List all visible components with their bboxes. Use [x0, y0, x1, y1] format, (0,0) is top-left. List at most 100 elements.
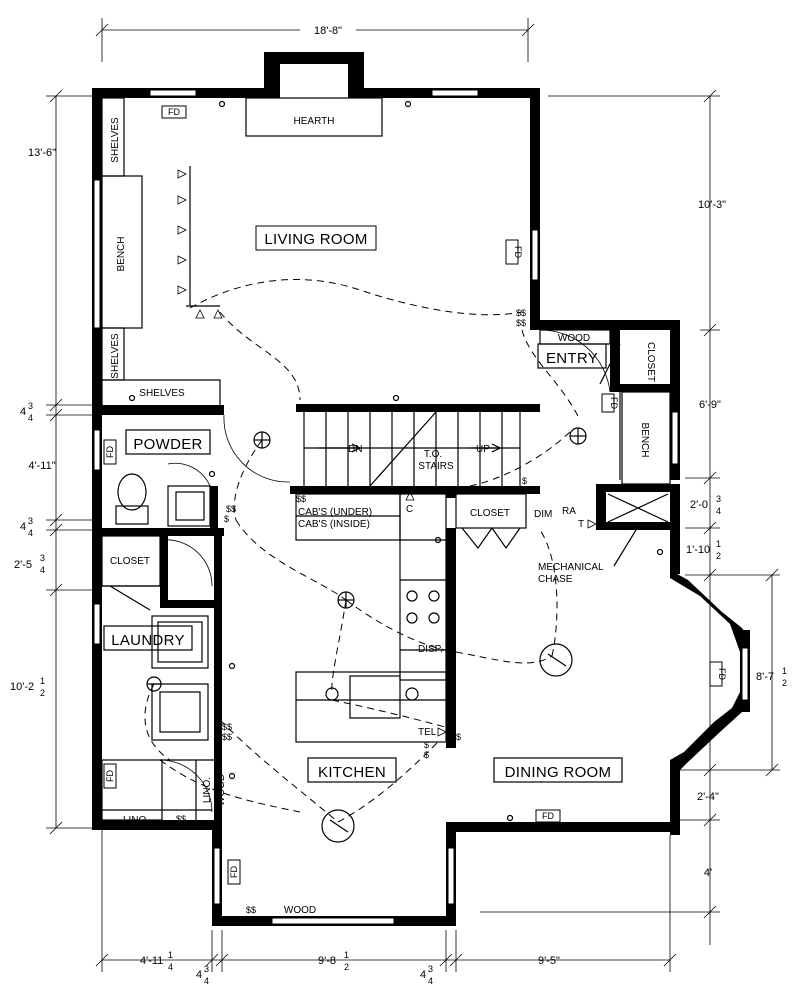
- entry-label-frame: [537, 343, 607, 369]
- tel-label: TEL: [418, 727, 437, 738]
- shelves-bottom-label: SHELVES: [139, 388, 185, 399]
- wood-entry-label: WOOD: [558, 333, 590, 344]
- fd-dining-bottom-label: FD: [542, 811, 554, 821]
- walls: [92, 52, 750, 926]
- room-label-kitchen: KITCHEN: [318, 764, 386, 781]
- dim-bottom-4: 4: [420, 969, 426, 981]
- svg-text:$: $: [424, 750, 429, 760]
- dim-left-4-num: 3: [28, 516, 33, 526]
- closet-entry-label: CLOSET: [645, 342, 656, 382]
- svg-text:$: $: [522, 476, 527, 486]
- dim-bottom-1-den: 4: [168, 962, 173, 972]
- dim-right-4: 1'-10: [686, 544, 710, 556]
- fixtures: [101, 97, 671, 821]
- powder-label-frame: [125, 429, 211, 455]
- cabs-under-label: CAB'S (UNDER): [298, 507, 372, 518]
- outlets: [128, 100, 664, 822]
- laundry-label-frame: [103, 625, 193, 651]
- shelves-mid-label: SHELVES: [110, 333, 121, 379]
- dim-right-5-num: 1: [782, 666, 787, 676]
- hearth-box: [245, 97, 383, 137]
- dim-right-2: 6'-9": [699, 399, 721, 411]
- light-fixtures: [146, 427, 587, 843]
- room-label-living: LIVING ROOM: [264, 231, 367, 248]
- room-label-powder: POWDER: [133, 436, 202, 453]
- hearth-label: HEARTH: [294, 116, 335, 127]
- dim-bottom-3-den: 2: [344, 962, 349, 972]
- dim-right-4-num: 1: [716, 539, 721, 549]
- dim-right-1: 10'-3": [698, 199, 726, 211]
- svg-text:$$: $$: [222, 722, 232, 732]
- svg-text:$: $: [456, 732, 461, 742]
- dim-bottom-4-den: 4: [428, 976, 433, 986]
- room-label-dining: DINING ROOM: [505, 764, 612, 781]
- svg-text:$$: $$: [296, 494, 306, 504]
- dim-right-3: 2'-0: [690, 499, 708, 511]
- t-label: T: [578, 519, 584, 530]
- svg-text:$$: $$: [226, 504, 236, 514]
- living-label-frame: [255, 225, 377, 251]
- closet-kitchen-label: CLOSET: [470, 508, 510, 519]
- windows: [93, 89, 749, 925]
- display-arrows: [177, 169, 597, 737]
- dim-bottom-4-num: 3: [428, 964, 433, 974]
- dim-bottom-5: 9'-5": [538, 955, 560, 967]
- stairs-label-line-1: T.O.: [424, 449, 442, 460]
- dim-left-2: 4: [20, 406, 26, 418]
- stairs-up-label: UP: [476, 444, 490, 455]
- dim-right-3-num: 3: [716, 494, 721, 504]
- svg-text:$$: $$: [516, 318, 526, 328]
- dim-bottom-1: 4'-11: [140, 955, 163, 967]
- fd-laundry-label: FD: [105, 770, 115, 782]
- bench-entry-label: BENCH: [639, 422, 650, 457]
- dim-bottom-3: 9'-8: [318, 955, 336, 967]
- dim-bottom-2: 4: [196, 969, 202, 981]
- room-label-entry: ENTRY: [546, 350, 598, 367]
- dim-right-4-den: 2: [716, 551, 721, 561]
- svg-text:$: $: [424, 740, 429, 750]
- fd-living-label: FD: [513, 246, 523, 258]
- dining-label-frame: [493, 757, 623, 783]
- dim-bottom-2-den: 4: [204, 976, 209, 986]
- dim-right-5-den: 2: [782, 678, 787, 688]
- fd-boxes: [103, 105, 723, 885]
- ra-label: RA: [562, 506, 576, 517]
- shelves-bottom-box: [101, 379, 221, 407]
- dim-left-6-num: 1: [40, 676, 45, 686]
- dim-left-6-den: 2: [40, 688, 45, 698]
- cabs-inside-label: CAB'S (INSIDE): [298, 519, 370, 530]
- dim-left-1: 13'-6": [28, 147, 56, 159]
- stairs-dn-label: DN: [348, 444, 362, 455]
- dim-bottom-3-num: 1: [344, 950, 349, 960]
- svg-text:$$: $$: [516, 308, 526, 318]
- dim-left-5-num: 3: [40, 553, 45, 563]
- fd-entry-label: FD: [609, 397, 619, 409]
- bench-left-label: BENCH: [116, 236, 127, 271]
- svg-text:$$: $$: [222, 732, 232, 742]
- dim-right-3-den: 4: [716, 506, 721, 516]
- lino-horizontal-label: LINO.: [123, 815, 149, 826]
- dim-right-5: 8'-7: [756, 671, 774, 683]
- dim-bottom-1-num: 1: [168, 950, 173, 960]
- svg-text:$: $: [224, 514, 229, 524]
- dim-left-6: 10'-2: [10, 681, 34, 693]
- fd-kitchen-label: FD: [229, 866, 239, 878]
- room-label-laundry: LAUNDRY: [111, 632, 185, 649]
- dim-bottom-2-num: 3: [204, 964, 209, 974]
- lino-vertical-label: LINO.: [202, 777, 213, 803]
- chase-label: CHASE: [538, 574, 573, 585]
- fd-top-label: FD: [168, 107, 180, 117]
- dim-left-4: 4: [20, 521, 26, 533]
- disp-label: DISP.: [418, 644, 443, 655]
- dim-top: 18'-8": [314, 25, 342, 37]
- closet-laundry-label: CLOSET: [110, 556, 150, 567]
- dim-left-3: 4'-11": [28, 460, 55, 472]
- fd-powder-label: FD: [105, 446, 115, 458]
- electrical-circuit: [144, 279, 581, 823]
- dimension-lines: [46, 18, 780, 972]
- dim-left-5-den: 4: [40, 565, 45, 575]
- wood-vertical-label: WOOD: [216, 774, 227, 806]
- shelves-top-label: SHELVES: [110, 117, 121, 163]
- dim-right-6: 2'-4": [697, 791, 719, 803]
